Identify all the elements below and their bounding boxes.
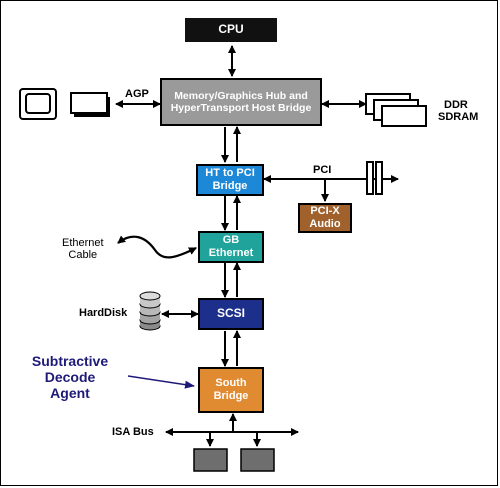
isa-bus-label: ISA Bus: [112, 426, 154, 438]
ht-label-line1: HT to PCI: [205, 167, 255, 180]
gb-label-line2: Ethernet: [208, 247, 254, 259]
subtractive-decode-pointer: [127, 375, 195, 389]
isa-device-2: [240, 448, 275, 472]
pci-slot-icon: [366, 161, 374, 195]
cpu-block: CPU: [185, 18, 277, 42]
harddisk-label: HardDisk: [79, 307, 128, 319]
agp-label: AGP: [125, 88, 149, 100]
pci-label: PCI: [313, 164, 332, 176]
memory-graphics-hub-block: Memory/Graphics Hub and HyperTransport H…: [160, 78, 322, 126]
pci-slot-icon-2: [375, 161, 383, 195]
south-label-line2: Bridge: [213, 390, 249, 402]
pcix-label-line1: PCI-X: [310, 205, 340, 218]
ht-label-line2: Bridge: [212, 180, 248, 192]
hub-label-line1: Memory/Graphics Hub and: [174, 89, 308, 102]
ethernet-cable: [117, 235, 197, 259]
scsi-label: SCSI: [216, 306, 245, 321]
ddr-sdram-label: DDR SDRAM: [438, 99, 478, 123]
ethernet-cable-label: Ethernet Cable: [62, 237, 104, 261]
subtractive-label-line1: Subtractive: [31, 353, 109, 369]
isa-device-1: [193, 448, 228, 472]
graphics-card-icon: [70, 92, 110, 117]
pcix-audio-block: PCI-X Audio: [298, 203, 352, 233]
pcix-label-line2: Audio: [309, 218, 341, 230]
ddr-label-line2: SDRAM: [438, 111, 479, 124]
hub-label-line2: HyperTransport Host Bridge: [170, 102, 312, 114]
south-bridge-block: South Bridge: [198, 367, 264, 413]
subtractive-decode-agent-label: Subtractive Decode Agent: [22, 353, 118, 401]
ethernet-label-line1: Ethernet: [62, 237, 104, 249]
ddr-label-line1: DDR: [444, 99, 468, 111]
cpu-label: CPU: [218, 22, 244, 37]
subtractive-label-line3: Agent: [50, 385, 90, 402]
monitor-icon: [19, 88, 57, 120]
ethernet-label-line2: Cable: [68, 249, 98, 262]
subtractive-label-line2: Decode: [44, 369, 96, 386]
harddisk-icon: [139, 291, 161, 331]
ht-to-pci-bridge-block: HT to PCI Bridge: [196, 164, 264, 196]
gb-ethernet-block: GB Ethernet: [198, 231, 264, 263]
gb-label-line1: GB: [222, 234, 240, 247]
south-label-line1: South: [215, 377, 247, 390]
scsi-block: SCSI: [198, 298, 264, 330]
ddr-sdram-icon: [365, 93, 427, 127]
